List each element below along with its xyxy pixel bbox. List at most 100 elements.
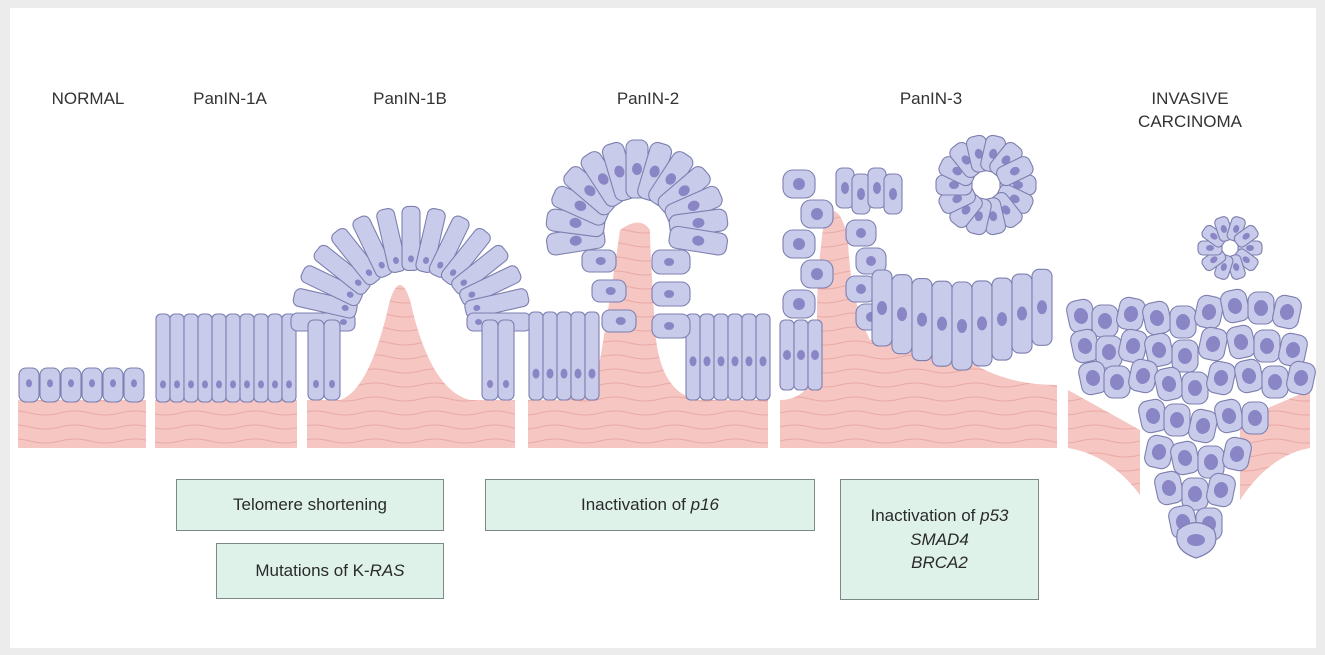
panin-1b-cell <box>308 320 324 400</box>
invasive-cell <box>1104 366 1130 398</box>
normal-cell <box>40 368 60 402</box>
stage-label-invasive-carcinoma: INVASIVE CARCINOMA <box>1125 88 1255 134</box>
event-p16-prefix: Inactivation of <box>581 495 691 515</box>
invasive-cell <box>1219 288 1251 325</box>
normal-cell <box>103 368 123 402</box>
panin-3-cell <box>783 230 815 258</box>
invasive-cell <box>1248 292 1274 324</box>
invasive-cell <box>1242 402 1268 434</box>
invasive-carcinoma-tissue <box>1065 215 1317 558</box>
invasive-cell <box>1170 306 1196 338</box>
normal-cell <box>82 368 102 402</box>
panin-1a-cell <box>268 314 282 402</box>
event-p53-gene: p53 <box>980 506 1008 525</box>
stage-label-panin-1a: PanIN-1A <box>170 88 290 111</box>
event-kras-mutations: Mutations of K-RAS <box>216 543 444 599</box>
panin-1a-cell <box>226 314 240 402</box>
event-p53-smad4-brca2-inactivation: Inactivation of p53 SMAD4 BRCA2 <box>840 479 1039 600</box>
event-p53-prefix: Inactivation of <box>871 506 981 525</box>
stage-label-panin-3: PanIN-3 <box>866 88 996 111</box>
invasive-cell <box>1117 328 1149 365</box>
invasive-stroma-left <box>1068 390 1140 495</box>
panin-3-cell <box>912 279 932 361</box>
panin-3-cell <box>801 260 833 288</box>
panin-1a-epithelium <box>155 314 297 448</box>
panin-3-cell <box>952 282 972 370</box>
panin-3-cell <box>846 220 876 246</box>
invasive-cell <box>1213 398 1245 435</box>
event-kras-gene: RAS <box>370 561 405 581</box>
panin-2-cell <box>585 312 599 400</box>
panin-2-cell <box>592 280 626 302</box>
panin-2-cell <box>700 314 714 400</box>
panin-2-cell <box>728 314 742 400</box>
normal-cell <box>61 368 81 402</box>
invasive-cell <box>1205 360 1237 397</box>
panin-3-cell <box>884 174 902 214</box>
invasive-cell <box>1262 366 1288 398</box>
event-brca2-gene: BRCA2 <box>911 551 968 575</box>
panin-1a-cell <box>254 314 268 402</box>
panin-3-cell <box>801 200 833 228</box>
stage-label-invasive-line2: CARCINOMA <box>1125 111 1255 134</box>
panin-3-cell <box>836 168 854 208</box>
panin-2-cell <box>714 314 728 400</box>
panin-1b-cell <box>482 320 498 400</box>
panin-3-cell <box>932 281 952 366</box>
panin-1a-cell <box>156 314 170 402</box>
stage-label-panin-2: PanIN-2 <box>583 88 713 111</box>
panin-1a-cell <box>198 314 212 402</box>
panin-2-epithelium <box>528 140 770 448</box>
panin-3-cell <box>783 170 815 198</box>
stage-label-panin-1b: PanIN-1B <box>345 88 475 111</box>
panin-1a-cell <box>170 314 184 402</box>
invasive-cell <box>1164 404 1190 436</box>
invasive-cell <box>1254 330 1280 362</box>
panin-2-cell <box>742 314 756 400</box>
invasive-cell <box>1271 294 1303 331</box>
panin-3-cell <box>1032 269 1052 345</box>
panin-2-cell <box>756 314 770 400</box>
panin-3-cell <box>794 320 808 390</box>
invasive-cell <box>1092 305 1118 337</box>
panin-3-cell <box>783 290 815 318</box>
panin-2-cell <box>582 250 616 272</box>
panin-1b-epithelium <box>291 206 531 448</box>
panin-2-cell <box>652 250 690 274</box>
invasive-cell <box>1225 324 1257 361</box>
event-telomere-shortening: Telomere shortening <box>176 479 444 531</box>
invasive-cell <box>1187 408 1219 445</box>
event-smad4-gene: SMAD4 <box>910 528 969 552</box>
panin-3-cell <box>992 278 1012 360</box>
event-telomere-text: Telomere shortening <box>233 495 387 515</box>
event-kras-prefix: Mutations of K- <box>255 561 369 581</box>
normal-stroma <box>18 400 146 448</box>
panin-2-cell <box>652 314 690 338</box>
panin-3-epithelium <box>780 134 1057 448</box>
panin-2-cell <box>529 312 543 400</box>
normal-cell <box>19 368 39 402</box>
stage-label-invasive-line1: INVASIVE <box>1125 88 1255 111</box>
panin-1b-cell <box>498 320 514 400</box>
panin-2-cell <box>543 312 557 400</box>
panin-3-cell <box>780 320 794 390</box>
panin-3-cell <box>1012 274 1032 353</box>
invasive-small-acinus <box>1198 215 1262 280</box>
normal-cell <box>124 368 144 402</box>
event-p16-gene: p16 <box>691 495 719 515</box>
panin-1a-cell <box>212 314 226 402</box>
panin-3-detached-acinus <box>936 134 1036 236</box>
panin-1b-cell <box>324 320 340 400</box>
invasive-cell <box>1141 300 1173 337</box>
invasive-cell <box>1169 440 1201 477</box>
panin-2-cell <box>602 310 636 332</box>
invasive-cell <box>1127 358 1159 395</box>
invasive-cell <box>1153 470 1185 507</box>
invasive-detached-cell <box>1177 523 1216 559</box>
invasive-cell <box>1233 358 1265 395</box>
panin-2-cell <box>571 312 585 400</box>
normal-epithelium <box>18 368 146 448</box>
invasive-cell <box>1115 296 1147 333</box>
stage-label-normal: NORMAL <box>38 88 138 111</box>
invasive-cell <box>1172 340 1198 372</box>
